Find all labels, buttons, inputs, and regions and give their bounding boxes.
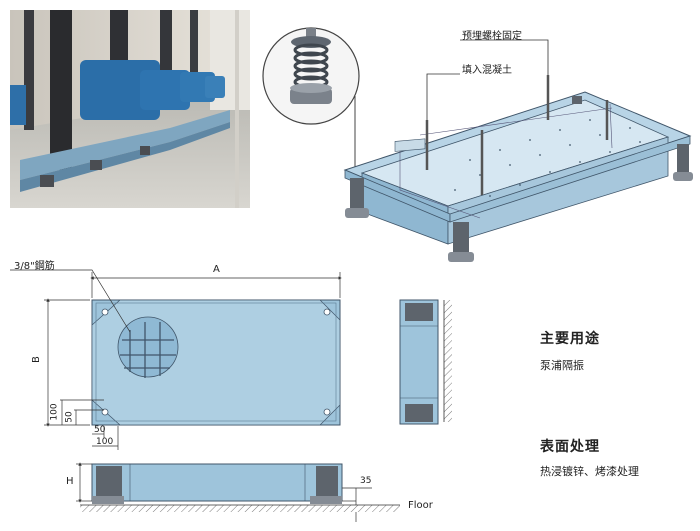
usage-title: 主要用途 [540, 331, 600, 347]
spring-detail-coils [293, 43, 329, 89]
plan-bolt-holes [101, 308, 331, 416]
elevation-view [80, 463, 400, 512]
dim-35-label: 35 [360, 476, 372, 486]
callout-embedded-bolt: 预埋螺栓固定 [462, 31, 522, 42]
dim-50-vertical-label: 50 [64, 411, 75, 423]
rebar-label: 3/8"鋼筋 [14, 261, 55, 272]
concrete-dots [454, 119, 641, 197]
dim-100-vertical-label: 100 [49, 403, 60, 421]
dim-100-horizontal-label: 100 [96, 437, 114, 447]
callout-leaders [426, 39, 549, 120]
side-view [399, 299, 452, 425]
elevation-dimensions [76, 462, 372, 522]
floor-label: Floor [408, 500, 433, 511]
dim-50-horizontal-label: 50 [94, 425, 106, 435]
pump-installation-photo [10, 10, 250, 208]
surface-text: 热浸镀锌、烤漆处理 [540, 465, 639, 478]
plan-dimensions [10, 269, 342, 450]
isometric-base-frame [343, 75, 693, 262]
spring-detail-magnifier [262, 27, 360, 190]
dim-b-label: B [30, 356, 42, 363]
rebar-grid [120, 322, 176, 378]
plan-view [91, 299, 341, 426]
callout-fill-concrete: 填入混凝土 [462, 65, 512, 76]
dim-a-label: A [213, 264, 220, 275]
frame-springs [345, 96, 693, 262]
usage-text: 泵浦隔振 [540, 359, 584, 372]
surface-title: 表面处理 [540, 439, 600, 455]
dim-h-label: H [66, 476, 74, 487]
anchor-bolts [425, 75, 609, 195]
